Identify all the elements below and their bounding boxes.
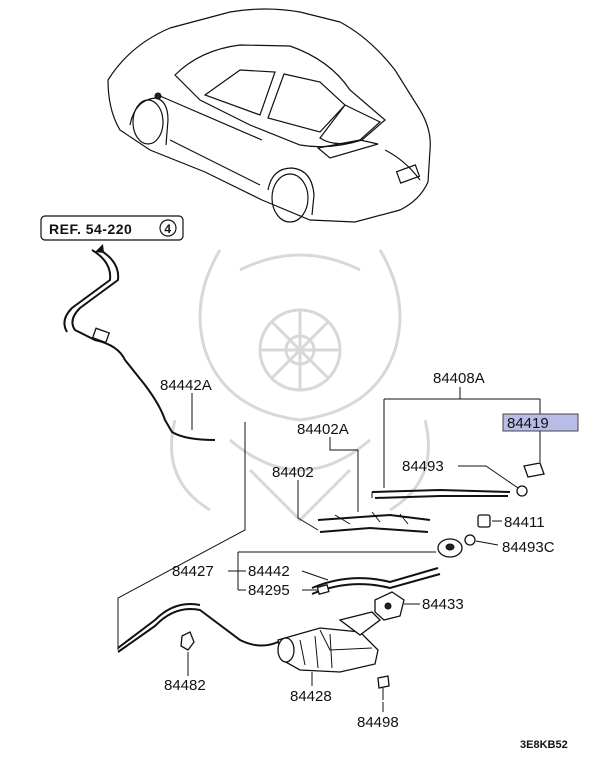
part-label-84427[interactable]: 84427 bbox=[172, 563, 214, 580]
nut-84493 bbox=[516, 485, 528, 497]
assembly-boundary bbox=[117, 422, 246, 650]
part-label-84408A[interactable]: 84408A bbox=[433, 370, 485, 387]
clip-84482 bbox=[180, 631, 195, 651]
pivot-grommet bbox=[437, 538, 463, 558]
car-outline-illustration bbox=[107, 8, 431, 223]
reference-callout[interactable]: REF. 54-220 4 bbox=[40, 215, 184, 253]
part-label-84402[interactable]: 84402 bbox=[272, 464, 314, 481]
diagram-code: 3E8KB52 bbox=[520, 739, 568, 751]
part-label-84498[interactable]: 84498 bbox=[357, 714, 399, 731]
part-label-84442[interactable]: 84442 bbox=[248, 563, 290, 580]
nut-84493C bbox=[464, 534, 476, 546]
wiper-arm-84408A bbox=[371, 488, 511, 499]
part-label-84402A[interactable]: 84402A bbox=[297, 421, 349, 438]
part-label-84419[interactable]: 84419 bbox=[507, 415, 549, 432]
part-label-84428[interactable]: 84428 bbox=[290, 688, 332, 705]
part-label-84493[interactable]: 84493 bbox=[402, 458, 444, 475]
part-label-84411[interactable]: 84411 bbox=[504, 514, 545, 531]
bolt-84498 bbox=[377, 675, 390, 700]
wiper-blade-84402 bbox=[317, 511, 431, 533]
washer-hose-84442A bbox=[63, 249, 216, 441]
part-labels: 84442A 84408A 84419 84402A 84493 84402 8… bbox=[160, 370, 555, 731]
bracket-84433 bbox=[374, 591, 405, 621]
leader-lines bbox=[187, 387, 541, 712]
part-label-84433[interactable]: 84433 bbox=[422, 596, 464, 613]
reference-text: REF. 54-220 bbox=[49, 221, 132, 237]
wiper-motor-84428 bbox=[277, 611, 381, 673]
hose-84442 bbox=[311, 567, 441, 595]
reference-circle-number: 4 bbox=[164, 222, 171, 236]
cap-84411 bbox=[477, 514, 491, 528]
highlight-box-84419[interactable] bbox=[502, 413, 579, 432]
part-label-84295[interactable]: 84295 bbox=[248, 582, 290, 599]
part-label-84442A[interactable]: 84442A bbox=[160, 377, 212, 394]
part-label-84493C[interactable]: 84493C bbox=[502, 539, 555, 556]
cap-84419 bbox=[523, 462, 545, 478]
part-label-84482[interactable]: 84482 bbox=[164, 677, 206, 694]
hose-lower bbox=[117, 603, 279, 653]
